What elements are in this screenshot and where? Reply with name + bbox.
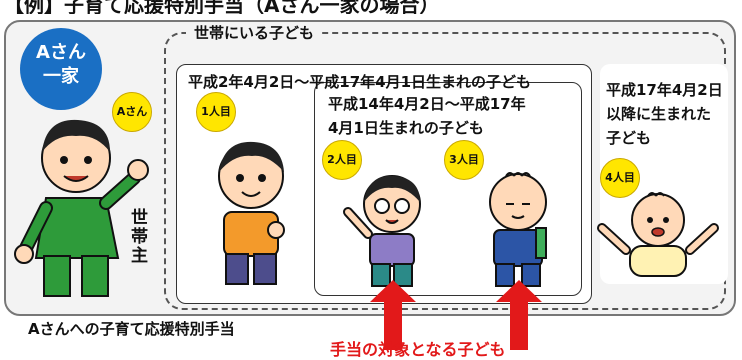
age-range-3-label-line2: 以降に生まれた	[606, 105, 712, 123]
child-4-badge: 4人目	[600, 158, 640, 198]
allowance-label: Aさんへの子育て応援特別手当	[28, 320, 235, 338]
child-3-badge: 3人目	[444, 140, 484, 180]
age-range-2-label-line1: 平成14年4月2日〜平成17年	[328, 95, 526, 113]
family-badge-line2: 一家	[43, 66, 79, 87]
child-2-badge: 2人目	[322, 140, 362, 180]
family-badge-line1: Aさん	[36, 42, 86, 63]
target-arrow-1	[370, 280, 416, 350]
household-children-title: 世帯にいる子ども	[186, 22, 323, 43]
child-2-illustration	[343, 175, 421, 287]
child-4-illustration	[597, 192, 719, 277]
child-1-illustration	[218, 141, 285, 285]
household-head-label: 世帯主	[127, 208, 147, 265]
parent-illustration	[14, 119, 149, 297]
age-range-1-label: 平成2年4月2日〜平成17年4月1日生まれの子ども	[188, 73, 532, 91]
age-range-2-label-line2: 4月1日生まれの子ども	[328, 119, 484, 137]
child-3-illustration	[489, 172, 547, 287]
target-arrow-2	[496, 280, 542, 350]
page-header: 【例】子育て応援特別手当（Aさん一家の場合）	[0, 0, 742, 14]
target-children-label: 手当の対象となる子ども	[330, 340, 506, 359]
family-badge: Aさん 一家	[20, 28, 102, 110]
parent-badge: Aさん	[112, 92, 152, 132]
page-title: 【例】子育て応援特別手当（Aさん一家の場合）	[4, 0, 440, 14]
age-range-3-label-line3: 子ども	[606, 129, 652, 147]
age-range-3-label-line1: 平成17年4月2日	[606, 81, 723, 99]
child-1-badge: 1人目	[196, 92, 236, 132]
